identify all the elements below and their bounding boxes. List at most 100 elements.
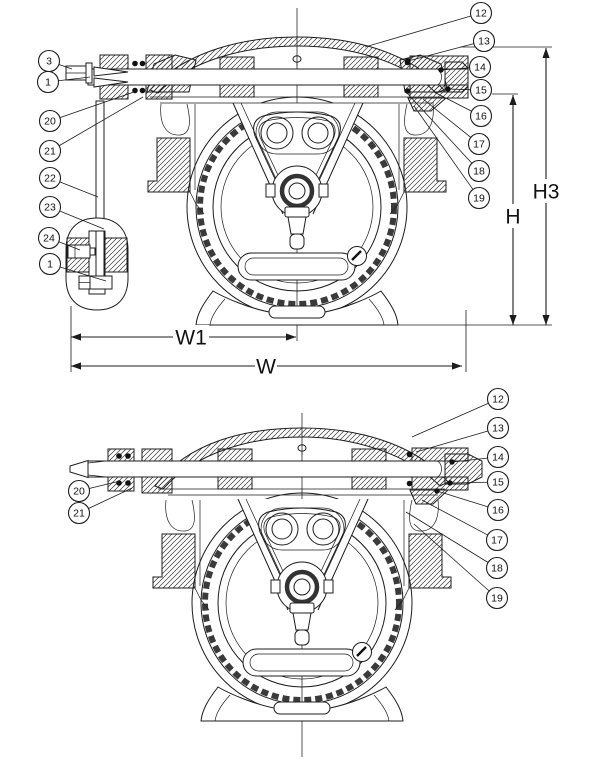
- leader-line: [58, 96, 144, 147]
- balloon-19: 19: [413, 523, 509, 610]
- leader-line: [59, 266, 107, 282]
- leader-line: [447, 88, 471, 91]
- leader-line: [58, 76, 91, 82]
- figure-bottom: [69, 413, 483, 757]
- balloon-number: 15: [492, 477, 504, 489]
- gland-packing-left: [99, 54, 173, 100]
- balloon-number: 23: [44, 202, 56, 214]
- balloon-14: 14: [449, 445, 510, 469]
- leader-line: [407, 43, 474, 62]
- pump-body-bottom: [153, 493, 451, 721]
- leader-line: [89, 480, 121, 489]
- cover-assembly-top: [65, 36, 469, 112]
- balloon-number: 17: [473, 139, 485, 151]
- balloon-14: 14: [438, 55, 492, 79]
- balloon-18: 18: [405, 511, 509, 580]
- balloon-17: 17: [421, 499, 509, 552]
- leader-line: [406, 92, 473, 164]
- balloon-number: 13: [492, 423, 504, 435]
- dimension-label-W1: W1: [175, 327, 207, 350]
- leader-line: [436, 490, 489, 508]
- balloon-number: 21: [73, 508, 85, 520]
- dimension-W1: W1: [71, 325, 296, 350]
- leader-line: [411, 402, 489, 438]
- balloon-22: 22: [38, 166, 99, 198]
- leader-line: [440, 67, 470, 71]
- annotations-bottom: 20 21 12 13 14 15 16 17 18 19: [67, 387, 510, 610]
- balloon-number: 1: [47, 259, 53, 271]
- leader-line: [415, 430, 489, 453]
- balloon-number: 20: [44, 116, 56, 128]
- leader-line: [59, 181, 99, 198]
- lever-rod: [87, 68, 446, 86]
- balloon-number: 21: [44, 146, 56, 158]
- gland-packing-left: [107, 448, 173, 494]
- balloon-19: 19: [413, 105, 491, 210]
- balloon-20: 20: [38, 91, 135, 133]
- balloon-number: 1: [45, 77, 51, 89]
- balloon-number: 19: [473, 193, 485, 205]
- dome-cover: [154, 427, 449, 490]
- balloon-16: 16: [433, 91, 493, 128]
- balloon-15: 15: [447, 470, 510, 494]
- balloon-17: 17: [422, 98, 491, 156]
- balloon-number: 12: [492, 394, 504, 406]
- balloon-number: 12: [475, 8, 487, 20]
- lever-rod: [87, 460, 446, 478]
- leader-line: [59, 91, 135, 118]
- dimension-label-H3: H3: [533, 181, 560, 204]
- balloon-number: 24: [43, 233, 55, 245]
- balloon-number: 20: [73, 486, 85, 498]
- cover-assembly-bottom: [69, 427, 483, 505]
- balloon-12: 12: [411, 387, 510, 438]
- balloon-number: 22: [44, 173, 56, 185]
- balloon-1: 1: [38, 252, 107, 282]
- leader-line: [58, 64, 73, 70]
- balloon-number: 18: [491, 563, 503, 575]
- balloon-number: 17: [491, 535, 503, 547]
- annotations-layer: H3H W1W 3 1 20 21 22 23 24 1 12 13 14 15 16 17 18 19 20 21 1…: [36, 1, 564, 610]
- balloon-24: 24: [37, 226, 81, 251]
- balloon-number: 3: [46, 56, 52, 68]
- balloon-number: 13: [478, 36, 490, 48]
- dimension-H: H: [502, 95, 524, 325]
- balloon-number: 19: [491, 593, 503, 605]
- balloon-number: 16: [492, 505, 504, 517]
- float-assembly: [65, 100, 129, 311]
- leader-line: [88, 487, 133, 509]
- balloon-18: 18: [406, 92, 491, 183]
- balloon-20: 20: [67, 479, 121, 503]
- balloon-number: 14: [474, 62, 486, 74]
- leader-line: [449, 481, 488, 484]
- leader-line: [421, 499, 488, 536]
- balloon-23: 23: [38, 195, 105, 230]
- rod-tip: [69, 459, 89, 479]
- leader-line: [405, 511, 489, 563]
- dimension-label-W: W: [256, 356, 276, 379]
- balloon-16: 16: [434, 488, 510, 522]
- balloon-number: 14: [492, 452, 504, 464]
- dimension-H3: H3: [528, 48, 564, 325]
- annotations-top: H3H W1W 3 1 20 21 22 23 24 1 12 13 14 15 16 17 18 19: [36, 1, 564, 379]
- balloon-13: 13: [405, 29, 496, 64]
- pump-body-top: [148, 97, 446, 325]
- leader-line: [451, 457, 488, 463]
- figure-top: [65, 8, 469, 341]
- leader-line: [433, 91, 472, 112]
- balloon-21: 21: [67, 487, 133, 525]
- dimension-label-H: H: [505, 206, 520, 229]
- balloon-number: 15: [475, 85, 487, 97]
- balloon-21: 21: [38, 96, 144, 163]
- adjusting-bolt: [65, 62, 129, 88]
- dimension-W: W: [71, 354, 462, 379]
- right-fitting: [404, 55, 469, 112]
- balloon-number: 18: [473, 166, 485, 178]
- leader-line: [364, 15, 472, 48]
- balloon-12: 12: [364, 1, 493, 48]
- balloon-number: 16: [475, 111, 487, 123]
- balloon-13: 13: [415, 416, 510, 453]
- leader-line: [422, 98, 472, 138]
- leader-line: [413, 523, 490, 592]
